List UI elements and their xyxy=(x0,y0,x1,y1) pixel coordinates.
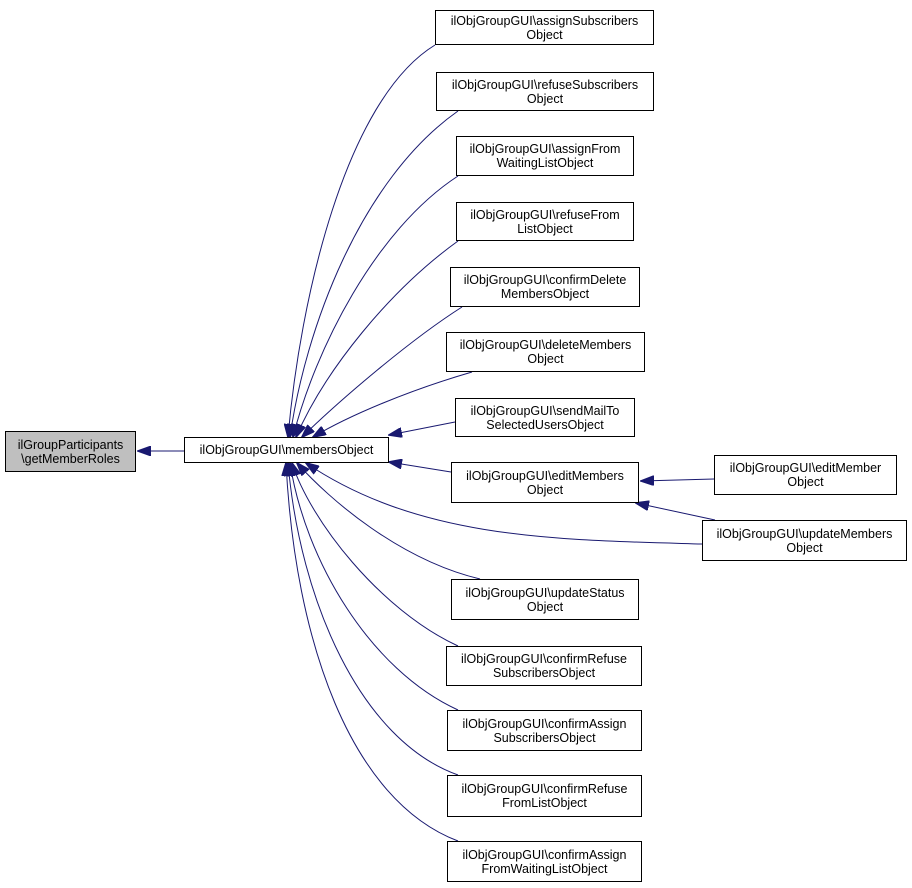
node-label-line1: ilObjGroupGUI\editMembers xyxy=(466,468,624,483)
edge-updatemembers-to-members xyxy=(306,463,703,545)
node-label-line2: SubscribersObject xyxy=(492,666,596,680)
node-label-line1: ilObjGroupGUI\confirmRefuse xyxy=(461,782,628,796)
node-editmemberobject[interactable]: ilObjGroupGUI\editMember Object xyxy=(714,455,897,495)
node-refusesubscribersobject[interactable]: ilObjGroupGUI\refuseSubscribers Object xyxy=(436,72,654,111)
edge-refusefromlist-to-members xyxy=(296,240,459,437)
node-refusefromlistobject[interactable]: ilObjGroupGUI\refuseFrom ListObject xyxy=(456,202,634,241)
edge-assignsubscribers-to-members xyxy=(288,44,436,437)
edge-assignfromwaiting-to-members xyxy=(293,175,459,437)
node-label-line1: ilObjGroupGUI\confirmAssign xyxy=(462,716,627,731)
node-label-line1: ilObjGroupGUI\confirmRefuse xyxy=(460,652,628,666)
node-label-line2: Object xyxy=(527,352,564,366)
node-label-line2: Object xyxy=(786,540,823,555)
edge-confirmassignsubscribers-to-members xyxy=(290,463,459,711)
node-label-line2: Object xyxy=(526,27,563,42)
node-sendmailtoselectedusersobject[interactable]: ilObjGroupGUI\sendMailTo SelectedUsersOb… xyxy=(455,398,635,437)
node-label-line2: Object xyxy=(526,482,564,497)
node-assignfromwaitinglistobject[interactable]: ilObjGroupGUI\assignFrom WaitingListObje… xyxy=(456,136,634,176)
node-label-line2: \getMemberRoles xyxy=(21,451,120,466)
node-confirmrefusefromlistobject[interactable]: ilObjGroupGUI\confirmRefuse FromListObje… xyxy=(447,775,642,817)
edge-confirmdelete-to-members xyxy=(302,306,463,437)
node-confirmassignsubscribersobject[interactable]: ilObjGroupGUI\confirmAssign SubscribersO… xyxy=(447,710,642,751)
node-label-line2: Object xyxy=(526,599,564,614)
node-label-line2: Object xyxy=(787,475,824,489)
node-label-line1: ilObjGroupGUI\deleteMembers xyxy=(459,338,632,352)
node-label-line1: ilObjGroupGUI\confirmAssign xyxy=(462,847,627,862)
node-label-line1: ilObjGroupGUI\refuseSubscribers xyxy=(451,77,639,92)
node-label-line1: ilObjGroupGUI\updateStatus xyxy=(465,585,625,600)
edge-editmember-to-editmembers xyxy=(641,479,715,481)
node-editmembersobject[interactable]: ilObjGroupGUI\editMembers Object xyxy=(451,462,639,503)
node-label-line1: ilObjGroupGUI\assignFrom xyxy=(469,142,621,156)
edge-sendmail-to-members xyxy=(389,421,456,435)
node-label-line1: ilObjGroupGUI\sendMailTo xyxy=(470,403,620,418)
node-label-line1: ilObjGroupGUI\assignSubscribers xyxy=(450,13,639,28)
edge-confirmrefusefromlist-to-members xyxy=(288,463,459,776)
node-label-line1: ilObjGroupGUI\editMember xyxy=(729,461,882,475)
node-label-line1: ilObjGroupGUI\membersObject xyxy=(199,443,374,457)
node-label-line2: WaitingListObject xyxy=(496,156,594,170)
node-confirmassignfromwaitinglistobject[interactable]: ilObjGroupGUI\confirmAssign FromWaitingL… xyxy=(447,841,642,882)
node-deletemembersobject[interactable]: ilObjGroupGUI\deleteMembers Object xyxy=(446,332,645,372)
node-getmemberroles: ilGroupParticipants \getMemberRoles xyxy=(5,431,136,472)
node-label-line2: FromWaitingListObject xyxy=(481,861,608,876)
node-label-line2: SelectedUsersObject xyxy=(486,417,604,432)
edge-editmembers-to-members xyxy=(389,462,452,473)
node-label-line2: SubscribersObject xyxy=(493,730,596,745)
edge-refusesubscribers-to-members xyxy=(290,110,459,437)
node-membersobject[interactable]: ilObjGroupGUI\membersObject xyxy=(184,437,389,463)
node-confirmrefusesubscribersobject[interactable]: ilObjGroupGUI\confirmRefuse SubscribersO… xyxy=(446,646,642,686)
node-label-line1: ilObjGroupGUI\updateMembers xyxy=(716,526,893,541)
node-assignsubscribersobject[interactable]: ilObjGroupGUI\assignSubscribers Object xyxy=(435,10,654,45)
node-label-line2: Object xyxy=(526,91,564,106)
edge-deletemembers-to-members xyxy=(313,371,473,437)
node-updatestatusobject[interactable]: ilObjGroupGUI\updateStatus Object xyxy=(451,579,639,620)
node-label-line2: ListObject xyxy=(517,221,573,236)
node-label-line2: FromListObject xyxy=(502,796,587,810)
edge-updatemembers-to-editmembers xyxy=(636,503,716,521)
node-label-line2: MembersObject xyxy=(500,287,590,301)
edge-confirmrefusesubscribers-to-members xyxy=(292,463,459,647)
node-confirmdeletemembersobject[interactable]: ilObjGroupGUI\confirmDelete MembersObjec… xyxy=(450,267,640,307)
node-label-line1: ilGroupParticipants xyxy=(17,437,124,452)
edge-updatestatus-to-members xyxy=(297,463,481,580)
node-label-line1: ilObjGroupGUI\confirmDelete xyxy=(463,273,627,287)
edge-confirmassignfromwaiting-to-members xyxy=(286,463,459,842)
node-label-line1: ilObjGroupGUI\refuseFrom xyxy=(470,207,620,222)
node-updatemembersobject[interactable]: ilObjGroupGUI\updateMembers Object xyxy=(702,520,907,561)
